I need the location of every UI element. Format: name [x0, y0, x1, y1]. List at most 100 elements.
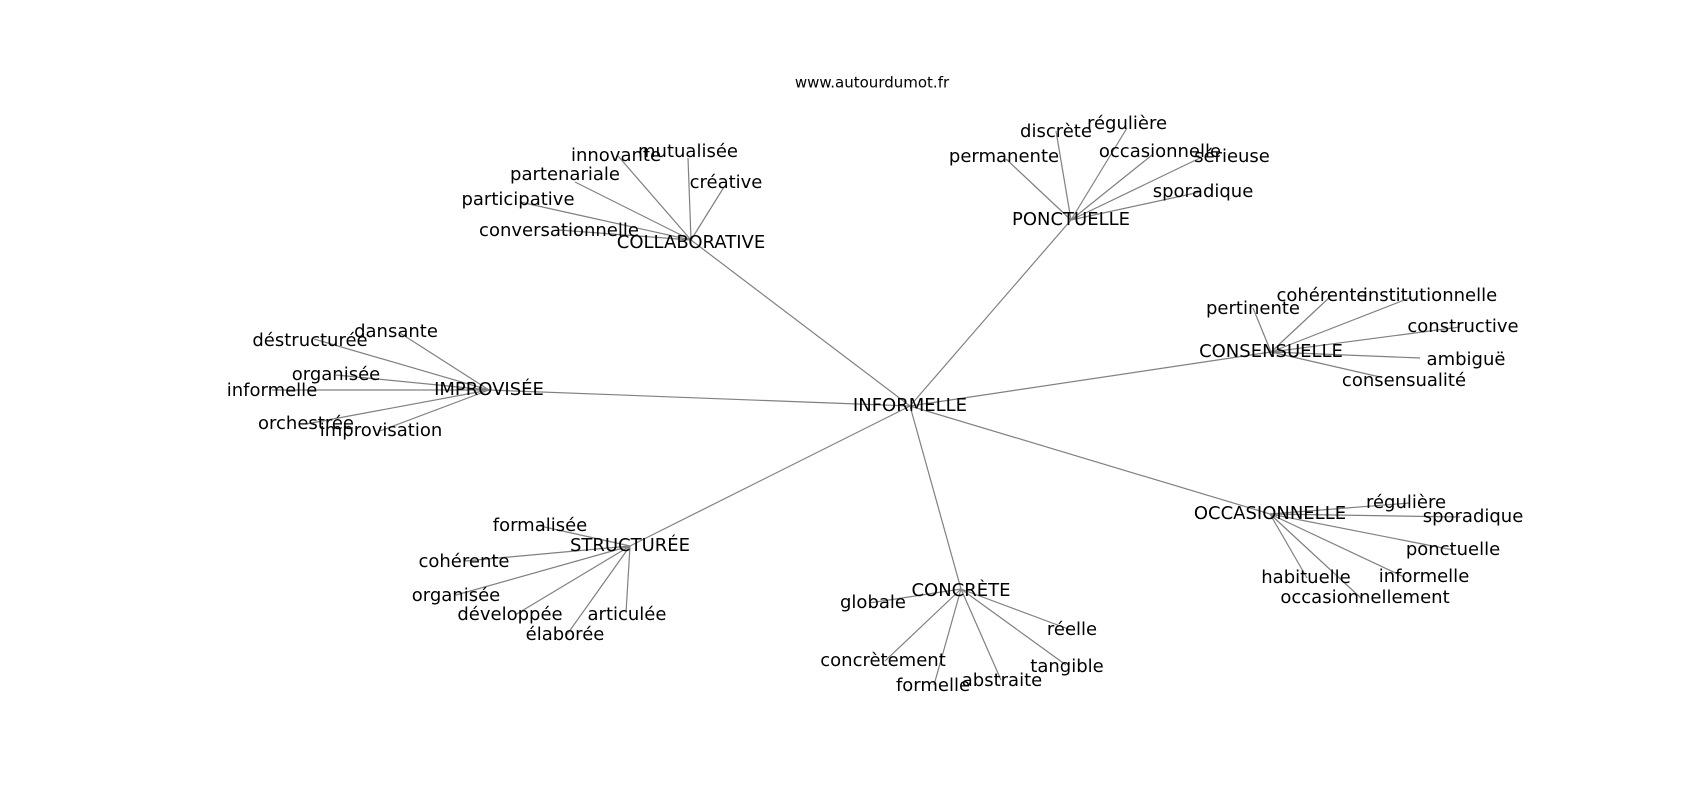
- edge-hub-leaf: [1005, 158, 1072, 221]
- leaf-label: sérieuse: [1194, 146, 1270, 167]
- leaf-label: cohérente: [1276, 285, 1367, 306]
- leaf-label: orchestrée: [258, 413, 354, 434]
- leaf-label: occasionnelle: [1099, 141, 1221, 162]
- edge-hub-leaf: [1070, 154, 1153, 221]
- leaf-label: déstructurée: [252, 330, 367, 351]
- leaf-label: articulée: [588, 604, 667, 625]
- hub-label: STRUCTURÉE: [570, 534, 690, 556]
- leaf-label: conversationnelle: [479, 220, 639, 241]
- edge-hub-leaf: [1269, 513, 1461, 518]
- edge-hub-leaf: [1252, 307, 1272, 353]
- hub-label: PONCTUELLE: [1012, 209, 1130, 230]
- leaf-label: régulière: [1087, 113, 1167, 134]
- leaf-label: créative: [690, 172, 763, 193]
- leaf-label: ponctuelle: [1406, 539, 1500, 560]
- leaf-label: habituelle: [1261, 567, 1350, 588]
- leaf-label: dansante: [354, 321, 438, 342]
- edge-center-hub: [488, 389, 911, 407]
- edge-hub-leaf: [1269, 513, 1363, 600]
- leaf-label: informelle: [1379, 566, 1470, 587]
- edge-hub-leaf: [313, 338, 490, 391]
- hub-label: CONCRÈTE: [911, 579, 1010, 601]
- edge-hub-leaf: [1070, 127, 1128, 221]
- edge-hub-leaf: [933, 588, 962, 686]
- edge-hub-leaf: [1270, 326, 1461, 353]
- edge-center-hub: [629, 405, 911, 547]
- edge-center-hub: [909, 405, 962, 590]
- edge-hub-leaf: [305, 389, 490, 425]
- edge-hub-leaf: [379, 389, 490, 432]
- leaf-label: sporadique: [1153, 181, 1254, 202]
- edge-hub-leaf: [1070, 157, 1201, 221]
- edge-hub-leaf: [960, 588, 1002, 681]
- hub-label: OCCASIONNELLE: [1194, 503, 1346, 524]
- leaf-label: formalisée: [493, 515, 588, 536]
- leaf-label: abstraite: [962, 670, 1042, 691]
- edge-hub-leaf: [1270, 351, 1381, 378]
- edge-hub-leaf: [514, 545, 631, 616]
- edge-hub-leaf: [868, 588, 962, 604]
- edge-hub-leaf: [1269, 502, 1411, 515]
- edge-hub-leaf: [455, 545, 631, 596]
- edge-hub-leaf: [1070, 191, 1201, 221]
- edge-hub-leaf: [519, 201, 692, 241]
- leaf-label: organisée: [412, 585, 501, 606]
- hub-label: COLLABORATIVE: [617, 232, 765, 253]
- edge-center-hub: [909, 405, 1271, 515]
- leaf-label: ambiguë: [1427, 349, 1506, 370]
- source-label: www.autourdumot.fr: [795, 74, 950, 92]
- leaf-label: occasionnellement: [1280, 587, 1449, 608]
- edge-hub-leaf: [1270, 296, 1413, 353]
- leaf-label: développée: [457, 604, 562, 625]
- leaf-label: informelle: [227, 380, 318, 401]
- edge-hub-leaf: [565, 545, 631, 637]
- edge-hub-leaf: [884, 588, 962, 662]
- edge-hub-leaf: [574, 181, 692, 241]
- leaf-label: réelle: [1047, 619, 1097, 640]
- edge-hub-leaf: [1270, 295, 1332, 353]
- leaf-label: institutionnelle: [1363, 285, 1497, 306]
- leaf-label: partenariale: [510, 164, 620, 185]
- leaf-label: concrètement: [820, 650, 946, 671]
- hub-label: CONSENSUELLE: [1199, 341, 1343, 362]
- leaf-label: sporadique: [1423, 506, 1524, 527]
- leaf-label: formelle: [896, 675, 970, 696]
- edge-hub-leaf: [539, 525, 631, 547]
- leaf-label: mutualisée: [638, 141, 738, 162]
- graph-edges: [272, 127, 1461, 686]
- edge-hub-leaf: [960, 588, 1072, 631]
- leaf-label: participative: [461, 189, 574, 210]
- edge-center-hub: [909, 351, 1272, 407]
- leaf-label: élaborée: [526, 624, 605, 645]
- leaf-label: consensualité: [1342, 370, 1466, 391]
- edge-center-hub: [690, 239, 911, 407]
- edge-center-hub: [909, 219, 1072, 407]
- leaf-label: organisée: [292, 364, 381, 385]
- edge-hub-leaf: [464, 545, 631, 562]
- leaf-label: cohérente: [418, 551, 509, 572]
- edge-hub-leaf: [1269, 513, 1405, 578]
- leaf-label: régulière: [1366, 492, 1446, 513]
- leaf-label: constructive: [1407, 316, 1518, 337]
- edge-hub-leaf: [558, 229, 692, 241]
- edge-hub-leaf: [1269, 513, 1454, 551]
- leaf-label: tangible: [1030, 656, 1103, 677]
- hub-label: IMPROVISÉE: [434, 378, 544, 400]
- edge-hub-leaf: [960, 588, 1067, 666]
- leaf-label: improvisation: [320, 420, 443, 441]
- leaf-label: globale: [840, 592, 906, 613]
- edge-hub-leaf: [335, 374, 490, 391]
- edge-hub-leaf: [1270, 351, 1421, 359]
- center-label: INFORMELLE: [853, 395, 967, 416]
- edge-hub-leaf: [690, 186, 725, 241]
- edge-hub-leaf: [687, 157, 692, 241]
- edge-hub-leaf: [399, 332, 490, 391]
- leaf-label: pertinente: [1206, 298, 1300, 319]
- leaf-label: innovante: [571, 145, 661, 166]
- edge-hub-leaf: [625, 545, 631, 614]
- edge-hub-leaf: [617, 155, 692, 241]
- leaf-label: permanente: [949, 146, 1059, 167]
- edge-hub-leaf: [1269, 513, 1308, 579]
